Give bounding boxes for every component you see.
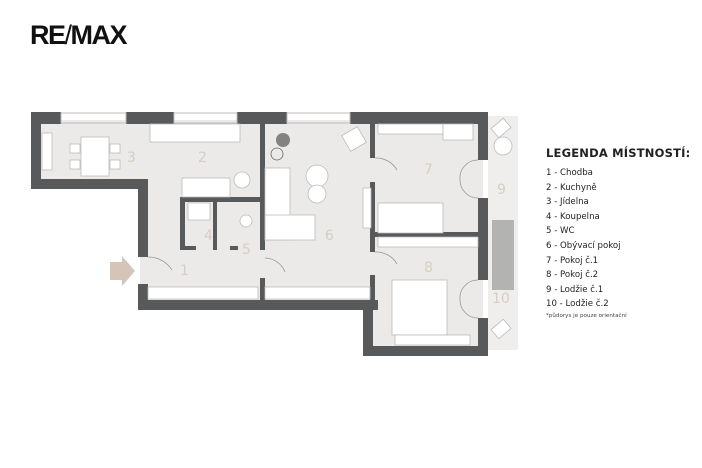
legend-note: *půdorys je pouze orientační xyxy=(546,312,627,319)
remax-logo: RE/MAX xyxy=(30,20,128,50)
room-number-1: 1 xyxy=(180,263,189,279)
legend-title: LEGENDA MÍSTNOSTÍ: xyxy=(546,146,691,160)
room-number-3: 3 xyxy=(127,150,136,166)
legend-item: 4 - Koupelna xyxy=(546,211,600,222)
legend-item: 1 - Chodba xyxy=(546,168,593,178)
doors xyxy=(147,157,479,319)
room-number-4: 4 xyxy=(204,228,213,244)
plant-icon xyxy=(270,147,284,161)
legend-item: 9 - Lodžie č.1 xyxy=(546,284,604,295)
room-number-10: 10 xyxy=(492,291,510,307)
arrow-right-icon xyxy=(110,256,135,286)
legend-item: 7 - Pokoj č.1 xyxy=(546,255,599,266)
room-number-6: 6 xyxy=(325,228,334,244)
windows xyxy=(60,112,351,124)
legend-item: 10 - Lodžie č.2 xyxy=(546,299,609,310)
legend-item: 5 - WC xyxy=(546,226,575,237)
room-number-9: 9 xyxy=(497,182,506,198)
room-number-8: 8 xyxy=(424,260,433,276)
room-number-7: 7 xyxy=(424,162,433,178)
room-number-5: 5 xyxy=(242,242,251,258)
plants-icon xyxy=(492,220,514,290)
room-number-2: 2 xyxy=(198,150,207,166)
legend-item: 8 - Pokoj č.2 xyxy=(546,270,599,281)
furniture xyxy=(41,117,513,346)
room-numbers: 1 2 3 4 5 6 7 8 9 10 xyxy=(127,150,510,307)
legend-item: 2 - Kuchyně xyxy=(546,182,597,193)
legend-item: 3 - Jídelna xyxy=(546,197,589,208)
walls xyxy=(31,112,488,356)
legend-item: 6 - Obývací pokoj xyxy=(546,240,621,251)
plant-icon xyxy=(276,133,290,147)
room-legend: LEGENDA MÍSTNOSTÍ: 1 - Chodba 2 - Kuchyn… xyxy=(546,146,690,319)
